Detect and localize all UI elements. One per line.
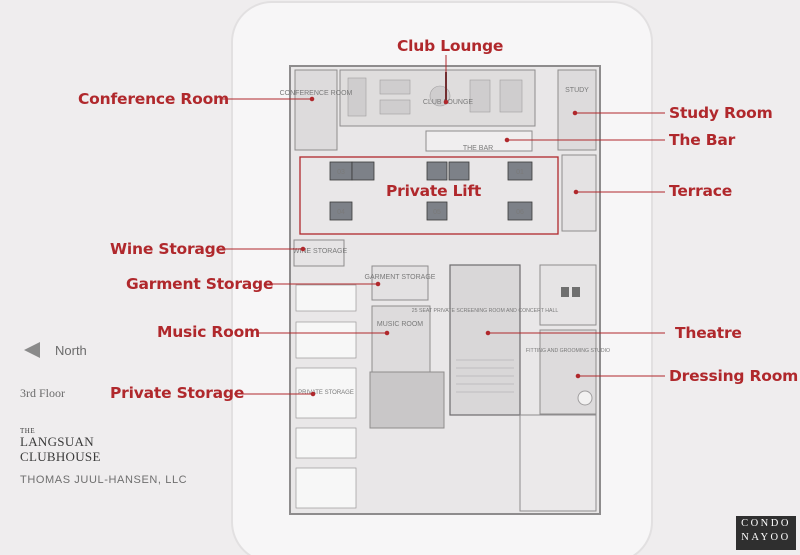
- room-label-garment: GARMENT STORAGE: [365, 274, 436, 281]
- music-room-area: [371, 305, 431, 373]
- lift-number-01: 01: [516, 169, 524, 176]
- washroom-fixtures: [561, 287, 580, 297]
- brand-name-line1: LANGSUAN: [20, 434, 94, 449]
- garment-storage-area: [371, 265, 429, 301]
- lift-number-05: 05: [433, 209, 441, 216]
- lift-number-04: 04: [337, 209, 345, 216]
- callout-dressing-room: Dressing Room: [669, 367, 799, 385]
- private-lift-frame: [299, 156, 559, 235]
- dressing-room-table: [577, 390, 593, 406]
- study-room-area: [557, 69, 597, 151]
- callout-garment-storage: Garment Storage: [126, 275, 274, 293]
- callout-study-room: Study Room: [669, 104, 773, 122]
- lift-number-03: 03: [337, 169, 345, 176]
- room-label-music: MUSIC ROOM: [377, 321, 423, 328]
- callout-music-room: Music Room: [157, 323, 260, 341]
- private-storage-lockers: [295, 284, 357, 509]
- watermark-line1: CONDO: [741, 518, 791, 529]
- room-label-conference: CONFERENCE ROOM: [280, 90, 353, 97]
- lounge-furniture: [347, 77, 523, 117]
- watermark-line2: NAYOO: [741, 532, 791, 543]
- terrace-area: [561, 154, 597, 232]
- floor-label: 3rd Floor: [20, 386, 65, 400]
- architect-credit: THOMAS JUUL-HANSEN, LLC: [20, 474, 188, 486]
- north-arrow-icon: [24, 342, 40, 358]
- callout-private-lift: Private Lift: [386, 182, 482, 200]
- callout-theatre: Theatre: [675, 324, 742, 342]
- lift-cars: [329, 161, 533, 221]
- brand-the: THE: [20, 427, 36, 435]
- wine-storage-area: [293, 239, 345, 267]
- room-label-fitting: FITTING AND GROOMING STUDIO: [526, 348, 610, 354]
- lift-number-06: 06: [516, 209, 524, 216]
- theatre-area: [449, 264, 521, 416]
- room-label-screening: 25 SEAT PRIVATE SCREENING ROOM AND CONCE…: [412, 308, 559, 314]
- room-label-wine: WINE STORAGE: [293, 248, 348, 255]
- callout-private-storage: Private Storage: [110, 384, 245, 402]
- service-block: [369, 371, 445, 429]
- callout-club-lounge: Club Lounge: [397, 37, 504, 55]
- watermark-box: [736, 516, 796, 550]
- callout-terrace: Terrace: [669, 182, 733, 200]
- brand-name-line2: CLUBHOUSE: [20, 449, 101, 464]
- room-label-the-bar: THE BAR: [463, 145, 493, 152]
- callout-conference-room: Conference Room: [78, 90, 229, 108]
- room-label-private-storage: PRIVATE STORAGE: [298, 390, 354, 396]
- theatre-seating: [456, 359, 514, 393]
- room-label-study: STUDY: [565, 87, 589, 94]
- callout-leader-lines: [220, 55, 665, 397]
- bar-counter: [425, 130, 533, 152]
- callout-wine-storage: Wine Storage: [110, 240, 226, 258]
- watermark: CONDO NAYOO: [736, 517, 796, 545]
- callout-the-bar: The Bar: [669, 131, 736, 149]
- conference-room-area: [294, 69, 338, 151]
- lower-corridor: [519, 414, 597, 512]
- north-label: North: [55, 343, 87, 358]
